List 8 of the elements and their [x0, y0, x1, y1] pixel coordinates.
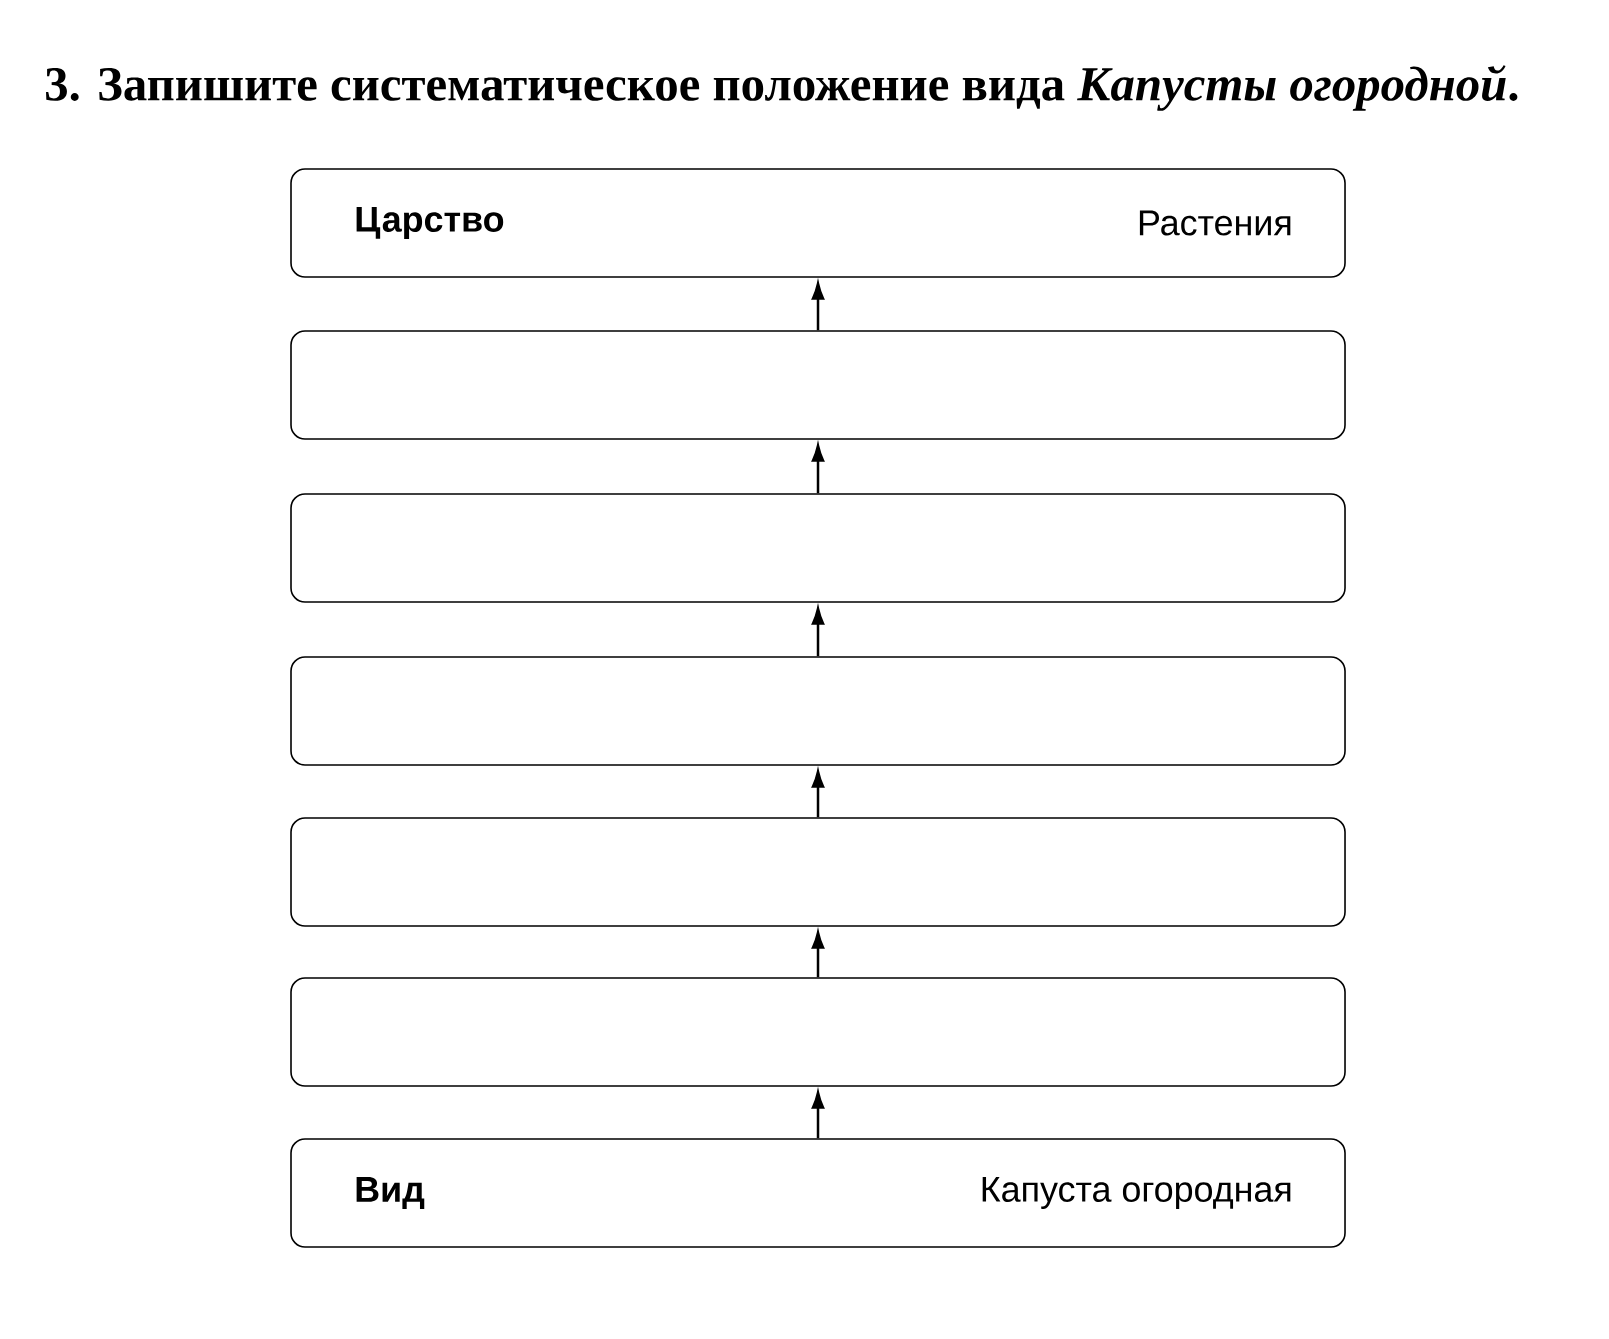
empty-box [290, 330, 1346, 440]
empty-box [290, 493, 1346, 603]
empty-box [290, 656, 1346, 766]
taxon-box: Вид Капуста огородная [290, 1138, 1346, 1248]
empty-box [290, 977, 1346, 1087]
empty-box [290, 817, 1346, 927]
taxon-box: Царство Растения [290, 168, 1346, 278]
heading: 3. Запишите систематическое положение вида Капусты огородной. [46, 65, 1518, 111]
